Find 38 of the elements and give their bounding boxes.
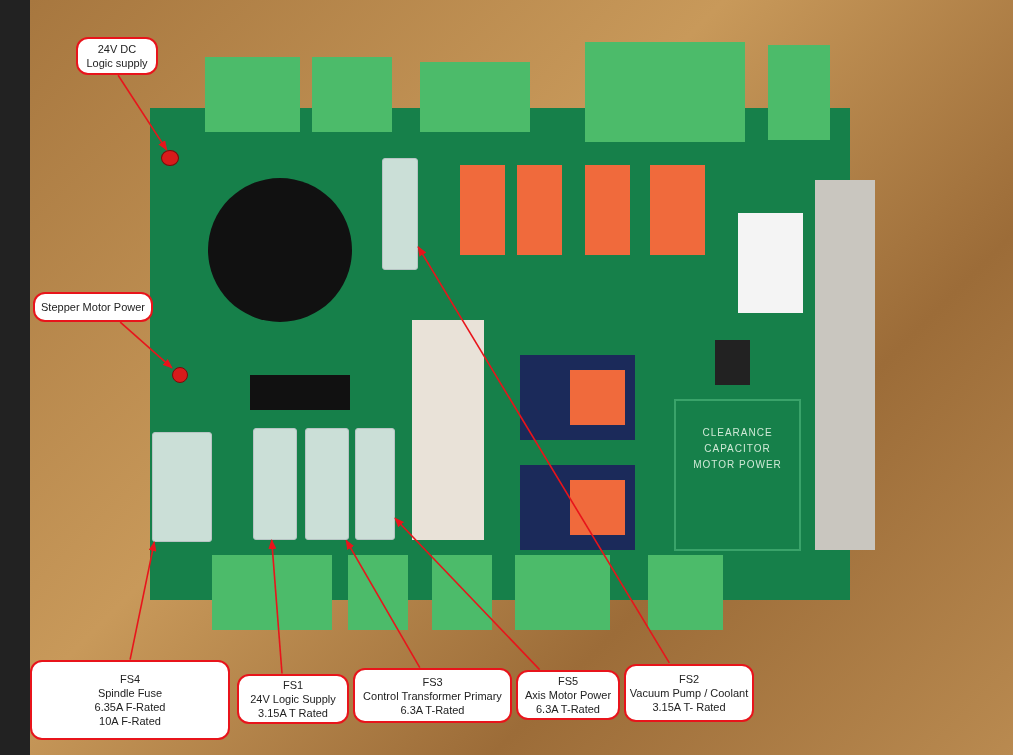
callout-box bbox=[237, 674, 349, 724]
callout-text: 3.15A T- Rated bbox=[652, 700, 726, 714]
callout-title: FS2 bbox=[678, 672, 700, 686]
callout-text: 10A F-Rated bbox=[99, 714, 161, 728]
arrow bbox=[417, 246, 671, 664]
fuse-holder bbox=[253, 428, 297, 540]
callout-text: 3.15A T Rated bbox=[258, 706, 328, 720]
arrow bbox=[117, 74, 168, 151]
callout-text: 6.3A T-Rated bbox=[400, 702, 465, 717]
callout-text: Vacuum Pump / Coolant bbox=[629, 686, 749, 700]
callout-title: FS5 bbox=[557, 674, 579, 688]
callout-box: Stepper Motor Power bbox=[33, 292, 153, 322]
callout-title: FS4 bbox=[119, 672, 141, 686]
arrow bbox=[394, 517, 541, 671]
callout-box bbox=[30, 660, 230, 740]
callout-text: 6.3A T-Rated bbox=[536, 702, 600, 716]
callout-title: FS3 bbox=[422, 674, 443, 689]
callout-box bbox=[624, 664, 754, 722]
callout-box bbox=[516, 670, 620, 720]
arrow bbox=[129, 541, 157, 661]
callout-text: Axis Motor Power bbox=[524, 688, 612, 702]
callout-text: 6.35A F-Rated bbox=[94, 700, 166, 714]
callout-text: Control Transformer Primary bbox=[363, 688, 502, 703]
callout-title: FS1 bbox=[282, 678, 304, 692]
arrow bbox=[268, 539, 283, 675]
callout-box bbox=[353, 668, 512, 723]
callout-text: Spindle Fuse bbox=[97, 686, 163, 700]
callout-text: 24V Logic Supply bbox=[250, 692, 336, 706]
arrow bbox=[345, 539, 421, 669]
arrow bbox=[119, 321, 173, 369]
board-marking: CLEARANCE CAPACITOR MOTOR POWER bbox=[692, 426, 783, 472]
callout-text: Logic supply bbox=[86, 56, 148, 70]
fuse-holder bbox=[305, 428, 349, 540]
callout-box bbox=[76, 37, 158, 75]
fuse-holder bbox=[382, 158, 418, 270]
fuse-holder bbox=[152, 432, 212, 542]
fuse-holder bbox=[355, 428, 395, 540]
callout-title: 24V DC bbox=[97, 42, 137, 56]
